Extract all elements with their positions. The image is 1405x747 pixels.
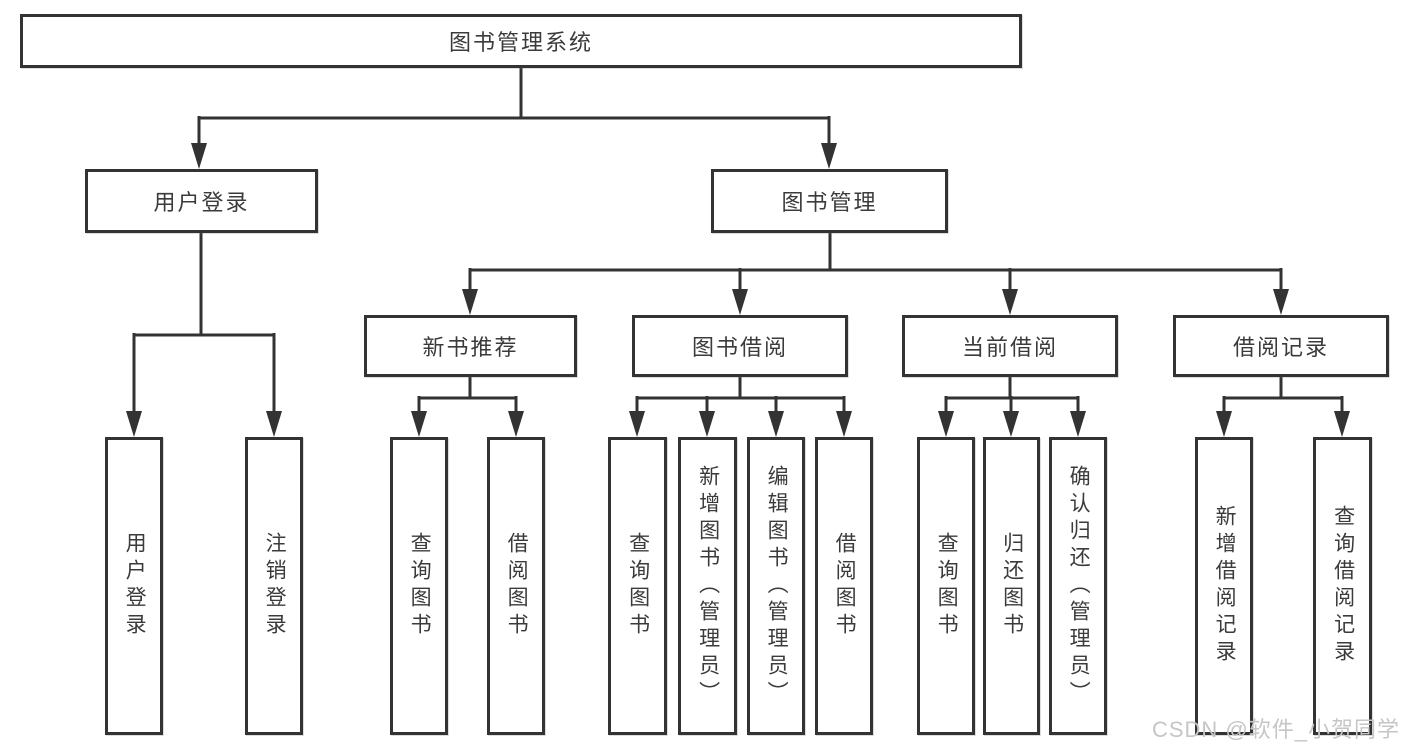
leaf-query-books-recommend: 查询图书 (390, 437, 448, 735)
leaf-label: 查询图书 (935, 532, 959, 640)
node-label: 新书推荐 (422, 335, 519, 360)
leaf-borrow-books: 借阅图书 (815, 437, 873, 735)
node-current-borrowing: 当前借阅 (902, 315, 1118, 377)
node-borrowing-records: 借阅记录 (1173, 315, 1389, 377)
leaf-label: 用户登录 (123, 532, 147, 640)
leaf-label: 新增图书（管理员） (696, 464, 720, 708)
leaf-edit-books-admin: 编辑图书（管理员） (747, 437, 805, 735)
node-label: 图书借阅 (691, 335, 788, 360)
leaf-label: 借阅图书 (833, 532, 857, 640)
node-book-management: 图书管理 (711, 169, 948, 233)
leaf-label: 编辑图书（管理员） (765, 464, 789, 708)
node-library-management-system: 图书管理系统 (20, 14, 1022, 68)
node-label: 借阅记录 (1232, 335, 1329, 360)
leaf-confirm-return-admin: 确认归还（管理员） (1049, 437, 1107, 735)
node-label: 当前借阅 (961, 335, 1058, 360)
leaf-add-books-admin: 新增图书（管理员） (678, 437, 737, 735)
leaf-label: 查询借阅记录 (1331, 505, 1355, 667)
leaf-label: 查询图书 (626, 532, 650, 640)
node-label: 用户登录 (153, 190, 250, 215)
leaf-label: 注销登录 (263, 532, 287, 640)
node-label: 图书管理 (781, 190, 878, 215)
leaf-query-books-borrowing: 查询图书 (608, 437, 667, 735)
csdn-watermark: CSDN @软件_小贺同学 (1151, 717, 1400, 742)
leaf-label: 借阅图书 (505, 532, 529, 640)
node-new-book-recommend: 新书推荐 (364, 315, 577, 377)
leaf-label: 查询图书 (408, 532, 432, 640)
node-label: 图书管理系统 (448, 30, 593, 55)
leaf-query-books-current: 查询图书 (917, 437, 975, 735)
leaf-logout: 注销登录 (245, 437, 303, 735)
leaf-user-login: 用户登录 (105, 437, 163, 735)
node-book-borrowing: 图书借阅 (632, 315, 848, 377)
leaf-query-borrow-record: 查询借阅记录 (1313, 437, 1372, 735)
leaf-label: 归还图书 (1000, 532, 1024, 640)
leaf-label: 确认归还（管理员） (1067, 464, 1091, 708)
leaf-return-books: 归还图书 (983, 437, 1040, 735)
leaf-borrow-books-recommend: 借阅图书 (487, 437, 545, 735)
leaf-label: 新增借阅记录 (1213, 505, 1237, 667)
node-user-login: 用户登录 (85, 169, 318, 233)
leaf-add-borrow-record: 新增借阅记录 (1195, 437, 1253, 735)
